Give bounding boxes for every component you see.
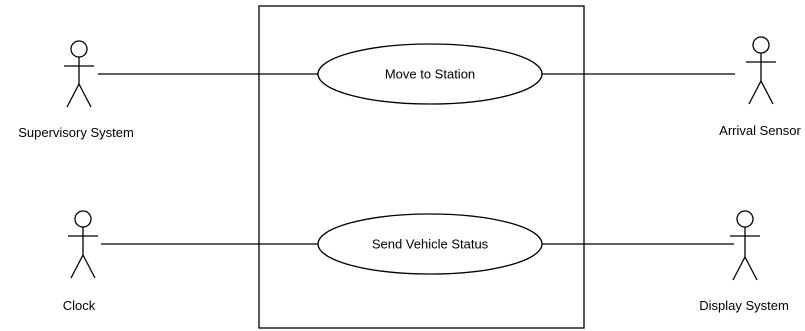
- actor-arrival-sensor: Arrival Sensor: [719, 36, 801, 138]
- actor-label: Arrival Sensor: [719, 123, 801, 138]
- actor-label: Supervisory System: [18, 125, 134, 140]
- use-case-label: Move to Station: [385, 67, 475, 82]
- use-case-label: Send Vehicle Status: [372, 237, 489, 252]
- actor-supervisory-system: Supervisory System: [18, 40, 134, 140]
- stick-figure-icon: [68, 210, 98, 279]
- use-case-move-to-station: Move to Station: [317, 43, 543, 105]
- stick-figure-icon: [730, 210, 760, 281]
- actor-display-system: Display System: [699, 210, 789, 313]
- actor-clock: Clock: [63, 210, 98, 313]
- actor-label: Display System: [699, 298, 789, 313]
- stick-figure-icon: [746, 36, 776, 105]
- stick-figure-icon: [64, 40, 94, 108]
- use-case-send-vehicle-status: Send Vehicle Status: [317, 213, 543, 275]
- actor-label: Clock: [63, 298, 96, 313]
- system-boundary: [258, 5, 585, 329]
